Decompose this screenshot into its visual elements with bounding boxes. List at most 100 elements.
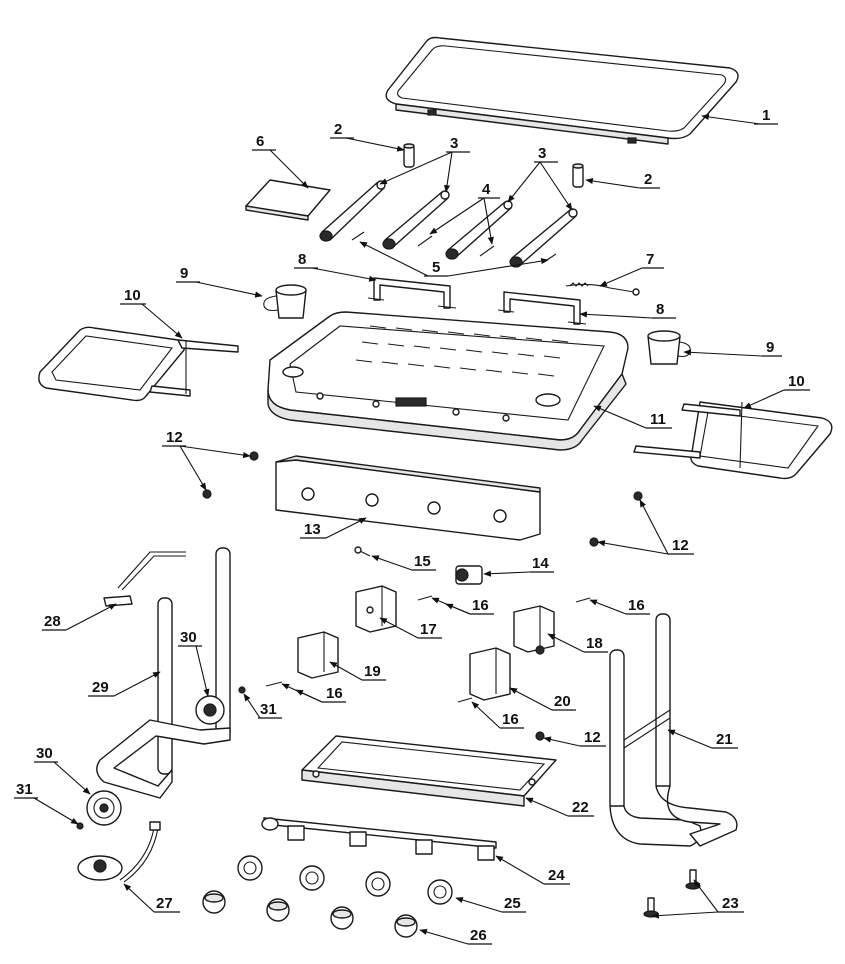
svg-text:30: 30	[180, 629, 197, 646]
part-19-valve-box	[297, 631, 339, 679]
svg-text:1: 1	[762, 107, 770, 124]
svg-text:26: 26	[470, 927, 487, 944]
callout-3-left: 3	[379, 135, 470, 193]
svg-text:18: 18	[586, 635, 603, 652]
callout-26: 26	[419, 927, 492, 945]
part-20-valve-box	[469, 647, 511, 701]
svg-text:11: 11	[650, 411, 666, 428]
svg-text:16: 16	[502, 711, 519, 728]
callout-4: 4	[429, 181, 500, 245]
svg-text:7: 7	[646, 251, 654, 268]
part-21-leg-frame-right	[609, 613, 738, 847]
part-9-cup-left	[263, 284, 307, 319]
part-10-shelf-right	[633, 401, 833, 480]
part-3-burners	[319, 180, 578, 268]
callout-16-a: 16	[431, 597, 494, 615]
part-4-5-screws	[351, 231, 557, 263]
callout-16-b: 16	[589, 597, 650, 615]
part-10-shelf-left	[38, 326, 239, 402]
callout-27: 27	[123, 883, 180, 913]
svg-text:2: 2	[644, 171, 652, 188]
callout-7: 7	[599, 251, 664, 287]
svg-text:15: 15	[414, 553, 431, 570]
callout-9-left: 9	[176, 265, 263, 298]
svg-text:22: 22	[572, 799, 589, 816]
svg-text:2: 2	[334, 121, 342, 138]
svg-text:3: 3	[538, 145, 546, 162]
callout-20: 20	[509, 687, 576, 711]
callout-25: 25	[455, 895, 526, 913]
callout-2-left: 2	[330, 121, 405, 152]
callout-8-left: 8	[294, 251, 377, 282]
svg-text:19: 19	[364, 663, 381, 680]
callout-6: 6	[252, 133, 309, 189]
svg-text:9: 9	[180, 265, 188, 282]
callout-30-top: 30	[178, 629, 210, 697]
part-8-bracket-right	[497, 291, 587, 325]
svg-text:8: 8	[656, 301, 664, 318]
callout-12-bottom: 12	[543, 729, 606, 747]
svg-text:21: 21	[716, 731, 733, 748]
callout-11: 11	[593, 405, 672, 429]
svg-text:12: 12	[672, 537, 689, 554]
callout-16-d: 16	[471, 701, 524, 729]
svg-text:12: 12	[166, 429, 183, 446]
part-7-igniter-wire	[565, 282, 640, 296]
callout-16-c: 16	[281, 683, 346, 703]
svg-text:31: 31	[260, 701, 277, 718]
svg-text:30: 30	[36, 745, 53, 762]
callout-2-right: 2	[585, 171, 660, 189]
callout-29: 29	[88, 671, 161, 697]
callout-23: 23	[651, 879, 744, 919]
callout-15: 15	[371, 553, 436, 571]
svg-text:6: 6	[256, 133, 264, 150]
part-16-screws	[265, 595, 591, 703]
svg-text:8: 8	[298, 251, 306, 268]
svg-text:16: 16	[472, 597, 489, 614]
svg-text:17: 17	[420, 621, 437, 638]
svg-text:9: 9	[766, 339, 774, 356]
svg-text:29: 29	[92, 679, 109, 696]
part-15-screw	[354, 546, 371, 557]
callout-17: 17	[379, 617, 442, 639]
callout-12-left: 12	[162, 429, 251, 491]
callout-14: 14	[483, 555, 554, 577]
part-17-valve-box	[355, 585, 397, 633]
callout-8-right: 8	[579, 301, 676, 319]
callout-30-bottom: 30	[34, 745, 91, 795]
svg-text:25: 25	[504, 895, 521, 912]
part-25-knob-bezels	[237, 855, 453, 905]
svg-text:31: 31	[16, 781, 33, 798]
callout-10-right: 10	[743, 373, 810, 409]
callout-10-left: 10	[120, 287, 183, 339]
svg-text:10: 10	[788, 373, 805, 390]
callout-18: 18	[547, 633, 608, 653]
part-28-handle	[103, 551, 186, 607]
svg-text:3: 3	[450, 135, 458, 152]
part-26-knobs	[202, 890, 418, 938]
part-1-griddle-plate	[385, 36, 739, 145]
callout-3-right: 3	[507, 145, 573, 211]
callout-21: 21	[667, 729, 738, 749]
part-13-control-panel	[275, 455, 541, 541]
svg-text:12: 12	[584, 729, 601, 746]
callout-13: 13	[300, 517, 367, 539]
callout-31-bottom: 31	[14, 781, 79, 825]
callout-24: 24	[495, 855, 570, 885]
callout-9-right: 9	[683, 339, 782, 357]
part-30-wheel-bottom	[86, 790, 122, 826]
firebox-vents	[355, 325, 569, 377]
svg-text:14: 14	[532, 555, 549, 572]
callout-12-right: 12	[597, 499, 694, 555]
part-27-regulator-hose	[77, 821, 161, 883]
svg-text:5: 5	[432, 259, 440, 276]
part-18-valve-box	[513, 605, 555, 655]
part-30-wheel-top	[195, 695, 225, 725]
svg-text:20: 20	[554, 693, 571, 710]
svg-text:24: 24	[548, 867, 565, 884]
svg-text:27: 27	[156, 895, 173, 912]
part-29-leg-frame-left	[96, 547, 231, 799]
svg-text:13: 13	[304, 521, 321, 538]
